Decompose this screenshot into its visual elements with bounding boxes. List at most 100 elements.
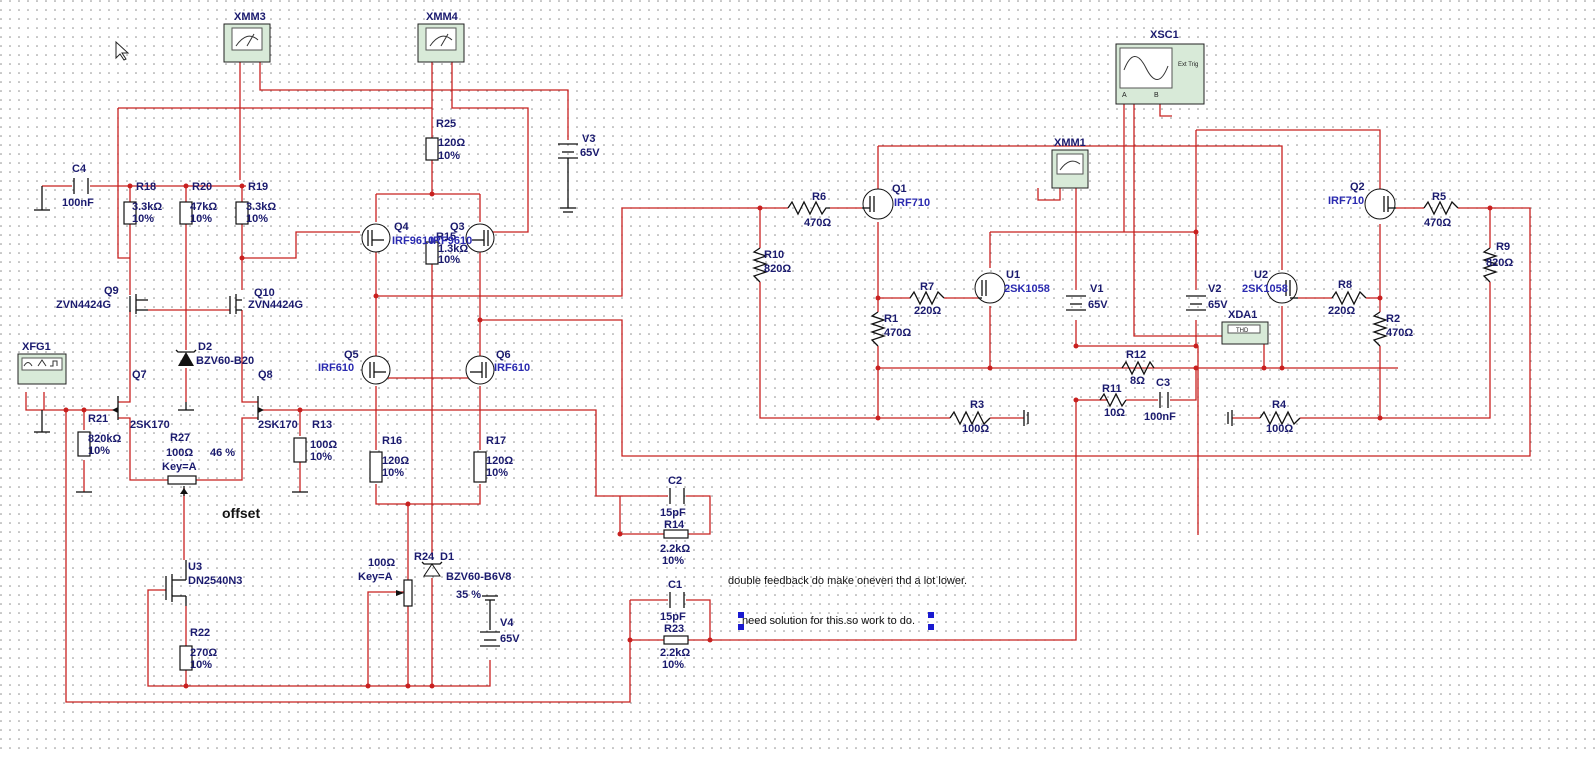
r21-resistor[interactable]: R21 820kΩ 10% (77, 413, 121, 457)
r18-ref: R18 (136, 181, 156, 193)
r8-ref: R8 (1338, 279, 1352, 291)
r22-tol: 10% (190, 659, 212, 671)
r17-ref: R17 (486, 435, 506, 447)
r8-value: 220Ω (1328, 305, 1355, 317)
q7-jfet[interactable]: Q7 2SK170 (112, 369, 170, 431)
c1-value: 15pF (660, 611, 686, 623)
r27-potentiometer[interactable]: R27 100Ω Key=A 46 % (162, 432, 235, 496)
c4-capacitor[interactable]: C4 100nF (62, 163, 94, 209)
r7-resistor[interactable]: R7 220Ω (909, 281, 945, 317)
r11-ref: R11 (1102, 383, 1122, 395)
q4-mosfet[interactable]: Q4 IRF9610 (361, 221, 434, 253)
r4-resistor[interactable]: R4 100Ω (1259, 399, 1301, 435)
r8-resistor[interactable]: R8 220Ω (1328, 279, 1367, 317)
r20-resistor[interactable]: R20 47kΩ 10% (179, 181, 217, 225)
r16-resistor[interactable]: R16 120Ω 10% (369, 435, 409, 483)
r18-value: 3.3kΩ (132, 201, 162, 213)
r19-resistor[interactable]: R19 3.3kΩ 10% (235, 181, 276, 225)
r10-value: 820Ω (764, 263, 791, 275)
wires (25, 62, 1531, 703)
r22-resistor[interactable]: R22 270Ω 10% (179, 627, 217, 671)
r22-value: 270Ω (190, 647, 217, 659)
r19-value: 3.3kΩ (246, 201, 276, 213)
r14-resistor[interactable]: R14 2.2kΩ 10% (660, 519, 690, 567)
xda1-distortion-analyzer[interactable]: THD XDA1 (1221, 309, 1269, 345)
xsc1-oscilloscope[interactable]: XSC1 Ext Trig A B (1115, 29, 1205, 105)
q4-ref: Q4 (394, 221, 410, 233)
xfg1-function-generator[interactable]: XFG1 (17, 341, 67, 385)
r16-tol: 10% (382, 467, 404, 479)
r20-tol: 10% (190, 213, 212, 225)
u2-mosfet[interactable]: U2 2SK1058 (1242, 269, 1298, 304)
q1-mosfet[interactable]: Q1 IRF710 (862, 183, 930, 220)
r6-resistor[interactable]: R6 470Ω (787, 191, 831, 229)
r14-value: 2.2kΩ (660, 543, 690, 555)
r2-resistor[interactable]: R2 470Ω (1371, 311, 1413, 347)
v3-battery[interactable]: V3 65V (558, 133, 600, 213)
r3-resistor[interactable]: R3 100Ω (949, 399, 991, 435)
r23-value: 2.2kΩ (660, 647, 690, 659)
r15-ref: R15 (436, 231, 456, 243)
r18-resistor[interactable]: R18 3.3kΩ 10% (123, 181, 162, 225)
xmm4-multimeter[interactable]: XMM4 (417, 11, 465, 63)
v1-battery[interactable]: V1 65V (1066, 283, 1108, 311)
mouse-cursor-icon (115, 40, 130, 61)
c1-ref: C1 (668, 579, 682, 591)
q2-mosfet[interactable]: Q2 IRF710 (1328, 181, 1396, 220)
r4-ref: R4 (1272, 399, 1287, 411)
r9-resistor[interactable]: R9 820Ω (1481, 241, 1513, 283)
r24-ref: R24 (414, 551, 435, 563)
r3-ref: R3 (970, 399, 984, 411)
r17-value: 120Ω (486, 455, 513, 467)
r25-resistor[interactable]: R25 120Ω 10% (425, 118, 465, 162)
r12-value: 8Ω (1130, 375, 1145, 387)
c2-value: 15pF (660, 507, 686, 519)
xmm1-label: XMM1 (1054, 137, 1086, 149)
q3-mosfet[interactable]: Q3 IRF9610 (430, 221, 495, 253)
note-selected-textbox[interactable]: need solution for this.so work to do. (738, 612, 934, 630)
q10-mosfet[interactable]: Q10 ZVN4424G (229, 287, 303, 314)
r20-value: 47kΩ (190, 201, 217, 213)
r5-resistor[interactable]: R5 470Ω (1423, 191, 1459, 229)
r24-potentiometer[interactable]: 100Ω Key=A R24 35 % (358, 551, 481, 607)
r11-resistor[interactable]: R11 10Ω (1099, 383, 1127, 419)
q6-mosfet[interactable]: Q6 IRF610 (465, 349, 530, 385)
r23-ref: R23 (664, 623, 684, 635)
xfg1-label: XFG1 (22, 341, 51, 353)
r15-resistor[interactable]: R15 1.3kΩ 10% (425, 231, 468, 266)
r23-resistor[interactable]: R23 2.2kΩ 10% (660, 623, 690, 671)
q3-ref: Q3 (450, 221, 465, 233)
d2-zener-diode[interactable]: D2 BZV60-B20 (175, 341, 254, 367)
u3-mosfet[interactable]: U3 DN2540N3 (165, 560, 242, 606)
xmm1-multimeter[interactable]: XMM1 (1051, 137, 1089, 189)
r21-tol: 10% (88, 445, 110, 457)
v2-battery[interactable]: V2 65V (1186, 283, 1228, 311)
r1-resistor[interactable]: R1 470Ω (869, 311, 911, 347)
r27-value: 100Ω (166, 447, 193, 459)
c4-ref: C4 (72, 163, 87, 175)
c3-capacitor[interactable]: C3 100nF (1144, 377, 1176, 423)
r24-value: 100Ω (368, 557, 395, 569)
r13-resistor[interactable]: R13 100Ω 10% (293, 419, 337, 463)
r12-resistor[interactable]: R12 8Ω (1121, 349, 1155, 387)
q1-ref: Q1 (892, 183, 907, 195)
q5-mosfet[interactable]: Q5 IRF610 (318, 349, 391, 385)
r19-ref: R19 (248, 181, 268, 193)
r18-tol: 10% (132, 213, 154, 225)
v4-battery[interactable]: V4 65V (480, 595, 520, 647)
xmm3-multimeter[interactable]: XMM3 (223, 11, 271, 63)
q9-mosfet[interactable]: Q9 ZVN4424G (56, 285, 148, 314)
r17-resistor[interactable]: R17 120Ω 10% (473, 435, 513, 483)
c1-capacitor[interactable]: C1 15pF (660, 579, 686, 623)
c2-capacitor[interactable]: C2 15pF (660, 475, 686, 519)
d1-zener-diode[interactable]: D1 BZV60-B6V8 (421, 551, 511, 583)
q4-value: IRF9610 (392, 235, 434, 247)
q8-jfet[interactable]: Q8 2SK170 (257, 369, 298, 431)
r24-key: Key=A (358, 571, 393, 583)
r10-resistor[interactable]: R10 820Ω (751, 247, 791, 283)
note-double-feedback: double feedback do make oneven thd a lot… (728, 575, 967, 587)
u1-mosfet[interactable]: U1 2SK1058 (974, 269, 1050, 304)
u3-value: DN2540N3 (188, 575, 242, 587)
